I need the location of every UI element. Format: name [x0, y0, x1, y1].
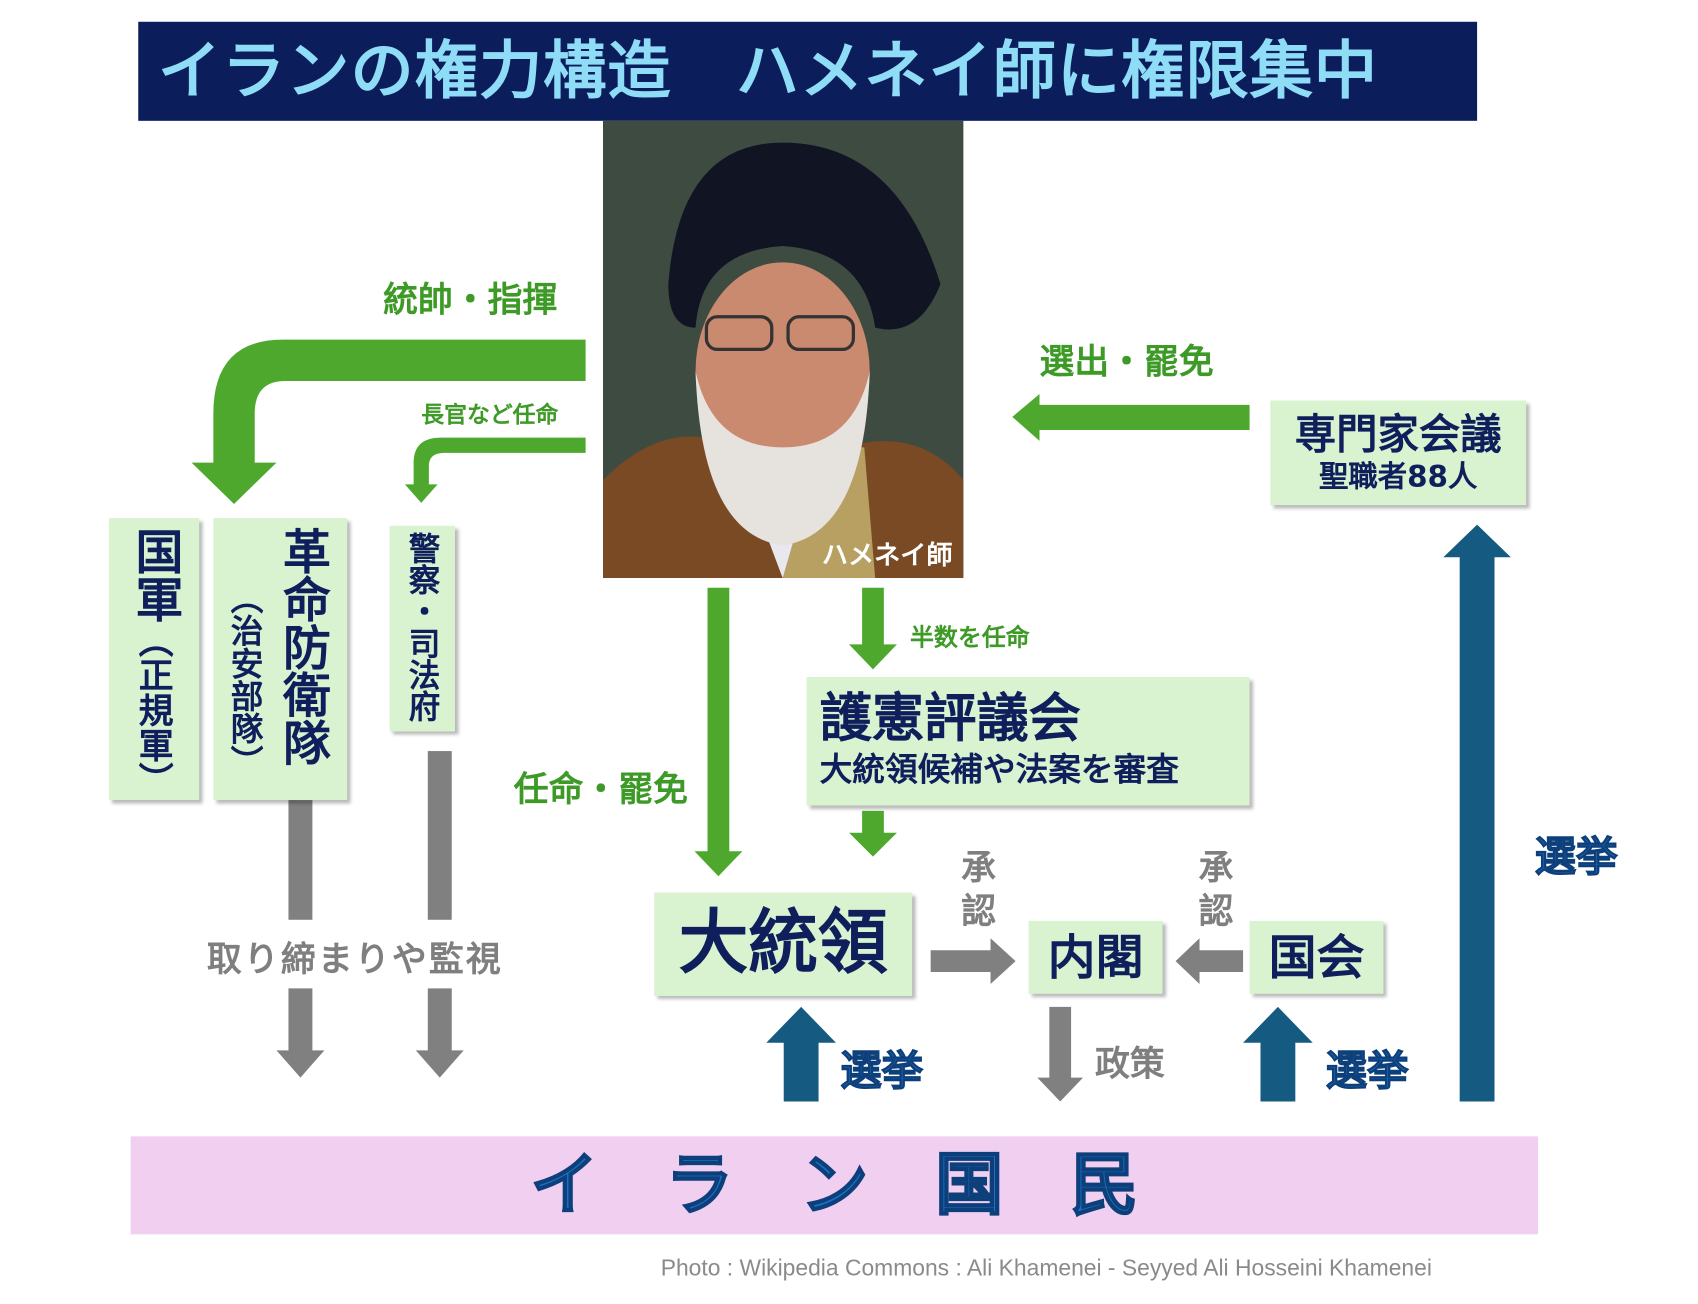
police-title: 警察・司法府	[403, 532, 441, 722]
irgc-title: 革命防衛隊	[274, 526, 330, 767]
approve-right-label: 承認	[1192, 849, 1235, 937]
title-banner: イランの権力構造 ハメネイ師に権限集中	[138, 21, 1478, 121]
guardian-council-box: 護憲評議会 大統領候補や法案を審査	[806, 677, 1250, 806]
election-parliament-arrow	[1243, 1006, 1313, 1102]
election-parliament-label: 選挙	[1325, 1047, 1409, 1096]
election-experts-label: 選挙	[1534, 832, 1618, 881]
president-box: 大統領	[654, 892, 913, 996]
police-control-arrow	[415, 988, 464, 1078]
experts-title: 専門家会議	[1294, 410, 1502, 459]
army-title: 国軍	[126, 526, 183, 623]
appoint-half-label: 半数を任命	[909, 624, 1030, 653]
policy-label: 政策	[1095, 1042, 1165, 1085]
experts-assembly-box: 専門家会議 聖職者88人	[1270, 400, 1527, 506]
elect-dismiss-label: 選出・罷免	[1039, 340, 1214, 383]
iranian-people-label: イ ラ ン 国 民	[530, 1144, 1140, 1226]
army-sub: （正規軍）	[133, 622, 175, 797]
appoint-chiefs-arrow	[404, 437, 586, 503]
irgc-control-arrow	[276, 988, 325, 1078]
photo-credit: Photo : Wikipedia Commons : Ali Khamenei…	[660, 1256, 1432, 1282]
command-label: 統帥・指揮	[383, 278, 558, 321]
guardian-title: 護憲評議会	[819, 687, 1081, 749]
command-arrow	[191, 339, 586, 504]
parliament-cabinet-arrow	[1175, 938, 1244, 985]
elect-dismiss-arrow	[1012, 394, 1250, 441]
control-label: 取り締まりや監視	[206, 938, 503, 980]
irgc-box: 革命防衛隊 （治安部隊）	[213, 518, 348, 801]
appoint-half-arrow	[849, 587, 897, 670]
cabinet-box: 内閣	[1028, 920, 1163, 994]
guardian-to-president-arrow	[849, 810, 897, 857]
irgc-sub: （治安部隊）	[224, 581, 263, 778]
iranian-people-band: イ ラ ン 国 民	[130, 1136, 1539, 1235]
photo-caption: ハメネイ師	[821, 539, 953, 571]
army-box: 国軍 （正規軍）	[108, 518, 200, 801]
appoint-dismiss-arrow	[694, 587, 743, 877]
portrait-illustration	[603, 120, 964, 578]
election-president-arrow	[766, 1006, 836, 1102]
guardian-sub: 大統領候補や法案を審査	[819, 751, 1179, 790]
approve-left-label: 承認	[955, 849, 998, 937]
election-president-label: 選挙	[840, 1047, 924, 1096]
khamenei-photo: ハメネイ師	[603, 120, 964, 578]
experts-sub: 聖職者88人	[1318, 460, 1478, 495]
appoint-dismiss-label: 任命・罷免	[513, 768, 688, 810]
parliament-box: 国会	[1249, 920, 1384, 994]
police-box: 警察・司法府	[389, 525, 455, 732]
election-experts-arrow	[1443, 524, 1511, 1102]
appoint-chiefs-label: 長官など任命	[421, 401, 559, 428]
policy-arrow	[1037, 1006, 1084, 1102]
president-cabinet-arrow	[930, 938, 1016, 985]
police-control-bar	[427, 751, 452, 920]
irgc-control-bar	[288, 800, 313, 920]
